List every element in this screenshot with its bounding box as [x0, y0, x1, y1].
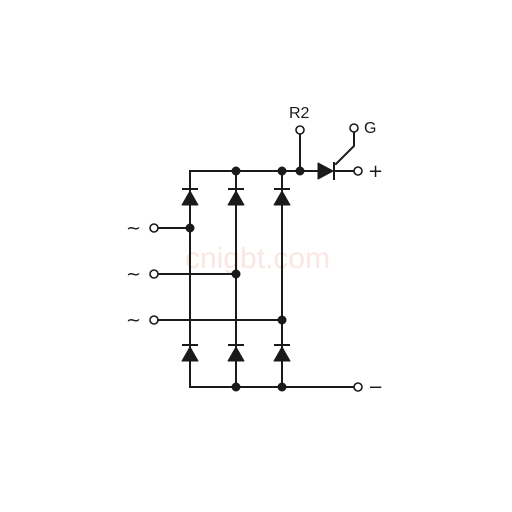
label-minus: − [368, 377, 383, 398]
junction-bottom-right [277, 382, 287, 392]
gate-lead [334, 131, 355, 166]
junction-top-mid [231, 166, 241, 176]
terminal-gate [349, 123, 359, 133]
upper-diode-3 [273, 188, 291, 206]
junction-top-right [277, 166, 287, 176]
terminal-plus [353, 166, 363, 176]
junctions [185, 166, 305, 392]
label-ac1: ~ [126, 218, 141, 239]
thyristor [317, 162, 335, 180]
lower-diode-1 [181, 344, 199, 362]
watermark: cnigbt.com [185, 242, 330, 275]
lower-diode-3 [273, 344, 291, 362]
terminal-minus [353, 382, 363, 392]
terminal-ac3 [149, 315, 159, 325]
terminal-ac2 [149, 269, 159, 279]
junction-ac1 [185, 223, 195, 233]
label-r2: R2 [289, 105, 310, 122]
junction-ac3 [277, 315, 287, 325]
terminal-ac1 [149, 223, 159, 233]
junction-r2 [295, 166, 305, 176]
terminals [149, 123, 363, 392]
label-ac2: ~ [126, 264, 141, 285]
lower-diode-2 [227, 344, 245, 362]
upper-diode-1 [181, 188, 199, 206]
junction-ac2 [231, 269, 241, 279]
terminal-r2 [295, 125, 305, 135]
label-plus: + [368, 161, 383, 182]
label-gate: G [364, 120, 376, 137]
upper-diode-2 [227, 188, 245, 206]
label-ac3: ~ [126, 310, 141, 331]
junction-bottom-mid [231, 382, 241, 392]
